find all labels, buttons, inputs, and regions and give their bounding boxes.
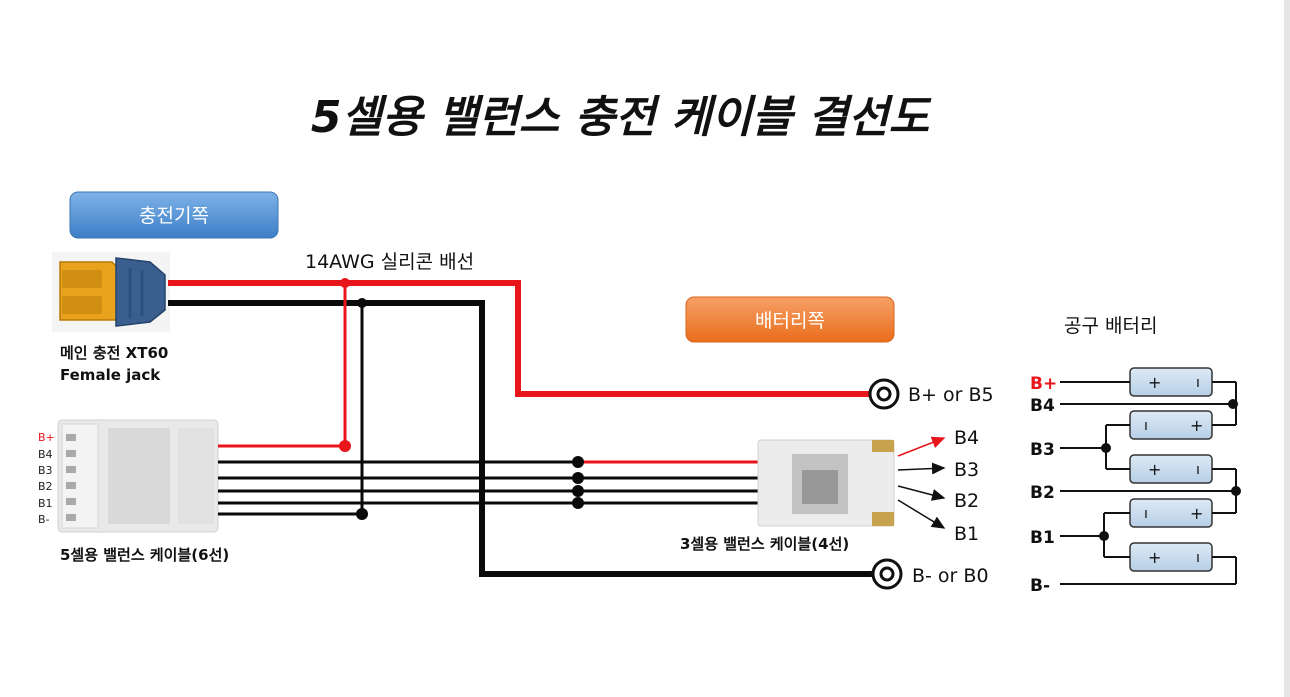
junction-b3 [572, 472, 584, 484]
balance-positive-tap [218, 283, 347, 448]
wire-spec-label: 14AWG 실리콘 배선 [305, 251, 474, 273]
junction-b4 [572, 456, 584, 468]
cell2-plus-sign: + [1190, 416, 1203, 435]
cell3-minus-sign: ı [1196, 462, 1200, 478]
ring-terminal-positive-icon [868, 378, 900, 410]
balance-negative-tap [218, 303, 364, 516]
balance5-pin-bminus: B- [38, 513, 50, 526]
terminal-label-bplus: B+ [1030, 374, 1057, 394]
output-arrow-b4 [897, 436, 946, 457]
junction-negative-top [357, 298, 367, 308]
output-arrow-b2 [897, 485, 946, 501]
xt60-connector [52, 252, 170, 332]
battery-side-badge: 배터리쪽 [685, 296, 895, 343]
junction-negative-balance [356, 508, 368, 520]
balance5-connector [57, 419, 219, 533]
right-edge-strip [1284, 0, 1290, 697]
balance5-pin-bplus: B+ [38, 431, 55, 444]
cell2-minus-sign: ı [1144, 418, 1148, 434]
cell5-minus-sign: ı [1196, 550, 1200, 566]
balance5-caption: 5셀용 밸런스 케이블(6선) [60, 546, 229, 564]
balance3-caption: 3셀용 밸런스 케이블(4선) [680, 535, 849, 553]
junction-b1 [572, 497, 584, 509]
balance5-pin-b1: B1 [38, 497, 53, 510]
junction-positive-top [340, 278, 350, 288]
cell3-plus-sign: + [1148, 460, 1161, 479]
junction-b2 [572, 485, 584, 497]
cell1-minus-sign: ı [1196, 375, 1200, 391]
tool-battery-schematic [1060, 367, 1241, 585]
ring-terminal-negative-icon [871, 558, 903, 590]
cell4-minus-sign: ı [1144, 506, 1148, 522]
terminal-label-b3: B3 [1030, 440, 1055, 460]
output-label-b1: B1 [954, 523, 979, 545]
charger-side-label: 충전기쪽 [139, 205, 209, 227]
cell4-plus-sign: + [1190, 504, 1203, 523]
ring-top-label: B+ or B5 [908, 384, 994, 406]
cell5-plus-sign: + [1148, 548, 1161, 567]
tool-battery-title: 공구 배터리 [1064, 315, 1157, 337]
balance5-pin-b2: B2 [38, 480, 53, 493]
output-arrow-b1 [897, 499, 946, 529]
terminal-label-b4: B4 [1030, 396, 1055, 416]
balance3-connector [757, 439, 895, 527]
xt60-label-line1: 메인 충전 XT60 [60, 344, 168, 362]
main-negative-wire [168, 300, 872, 577]
ring-bottom-label: B- or B0 [912, 565, 989, 587]
terminal-label-b2: B2 [1030, 483, 1055, 503]
output-label-b3: B3 [954, 459, 979, 481]
cell1-plus-sign: + [1148, 373, 1161, 392]
terminal-label-bminus: B- [1030, 576, 1050, 596]
output-arrow-b3 [897, 462, 946, 475]
junction-positive-balance [339, 440, 351, 452]
charger-side-badge: 충전기쪽 [69, 191, 279, 239]
terminal-label-b1: B1 [1030, 528, 1055, 548]
page-title: 5셀용 밸런스 충전 케이블 결선도 [311, 92, 932, 143]
balance5-pin-b4: B4 [38, 448, 53, 461]
balance5-pin-b3: B3 [38, 464, 53, 477]
output-label-b4: B4 [954, 427, 979, 449]
battery-side-label: 배터리쪽 [755, 310, 825, 332]
xt60-label-line2: Female jack [60, 366, 161, 384]
output-label-b2: B2 [954, 490, 979, 512]
